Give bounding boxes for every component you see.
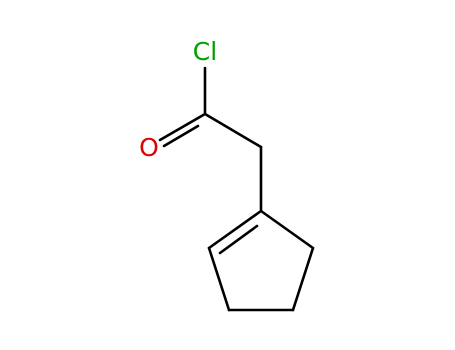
- bond-ring-c5-c1: [259, 209, 315, 250]
- bond-ring-c4-c5: [291, 246, 315, 312]
- bond-ring-alkene-1: [207, 209, 263, 250]
- bond-ring-alkene-2: [218, 224, 259, 255]
- bond-carbonyl-methylene: [203, 112, 263, 149]
- bond-carbonyl-oxygen-2: [162, 124, 200, 148]
- oxygen-atom-label: O: [139, 133, 159, 162]
- chlorine-atom-label: Cl: [193, 37, 217, 66]
- bond-carbonyl-oxygen-1: [158, 112, 207, 142]
- bond-ring-c2-c3: [207, 246, 231, 312]
